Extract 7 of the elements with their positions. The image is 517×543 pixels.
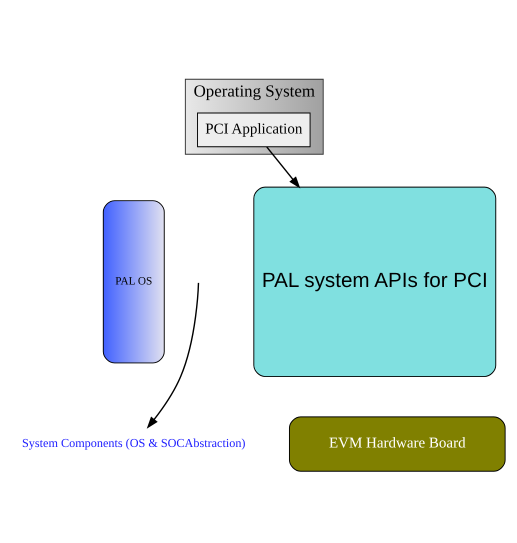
node-text: System Components (OS & SOCAbstraction) [22,436,246,450]
node-box: PAL system APIs for PCI [253,186,496,377]
node-box: PAL OS [102,200,165,364]
arrow [266,146,300,189]
node-box: PCI Application [197,112,311,148]
node-box: EVM Hardware Board [288,416,506,472]
arrow [146,282,200,429]
